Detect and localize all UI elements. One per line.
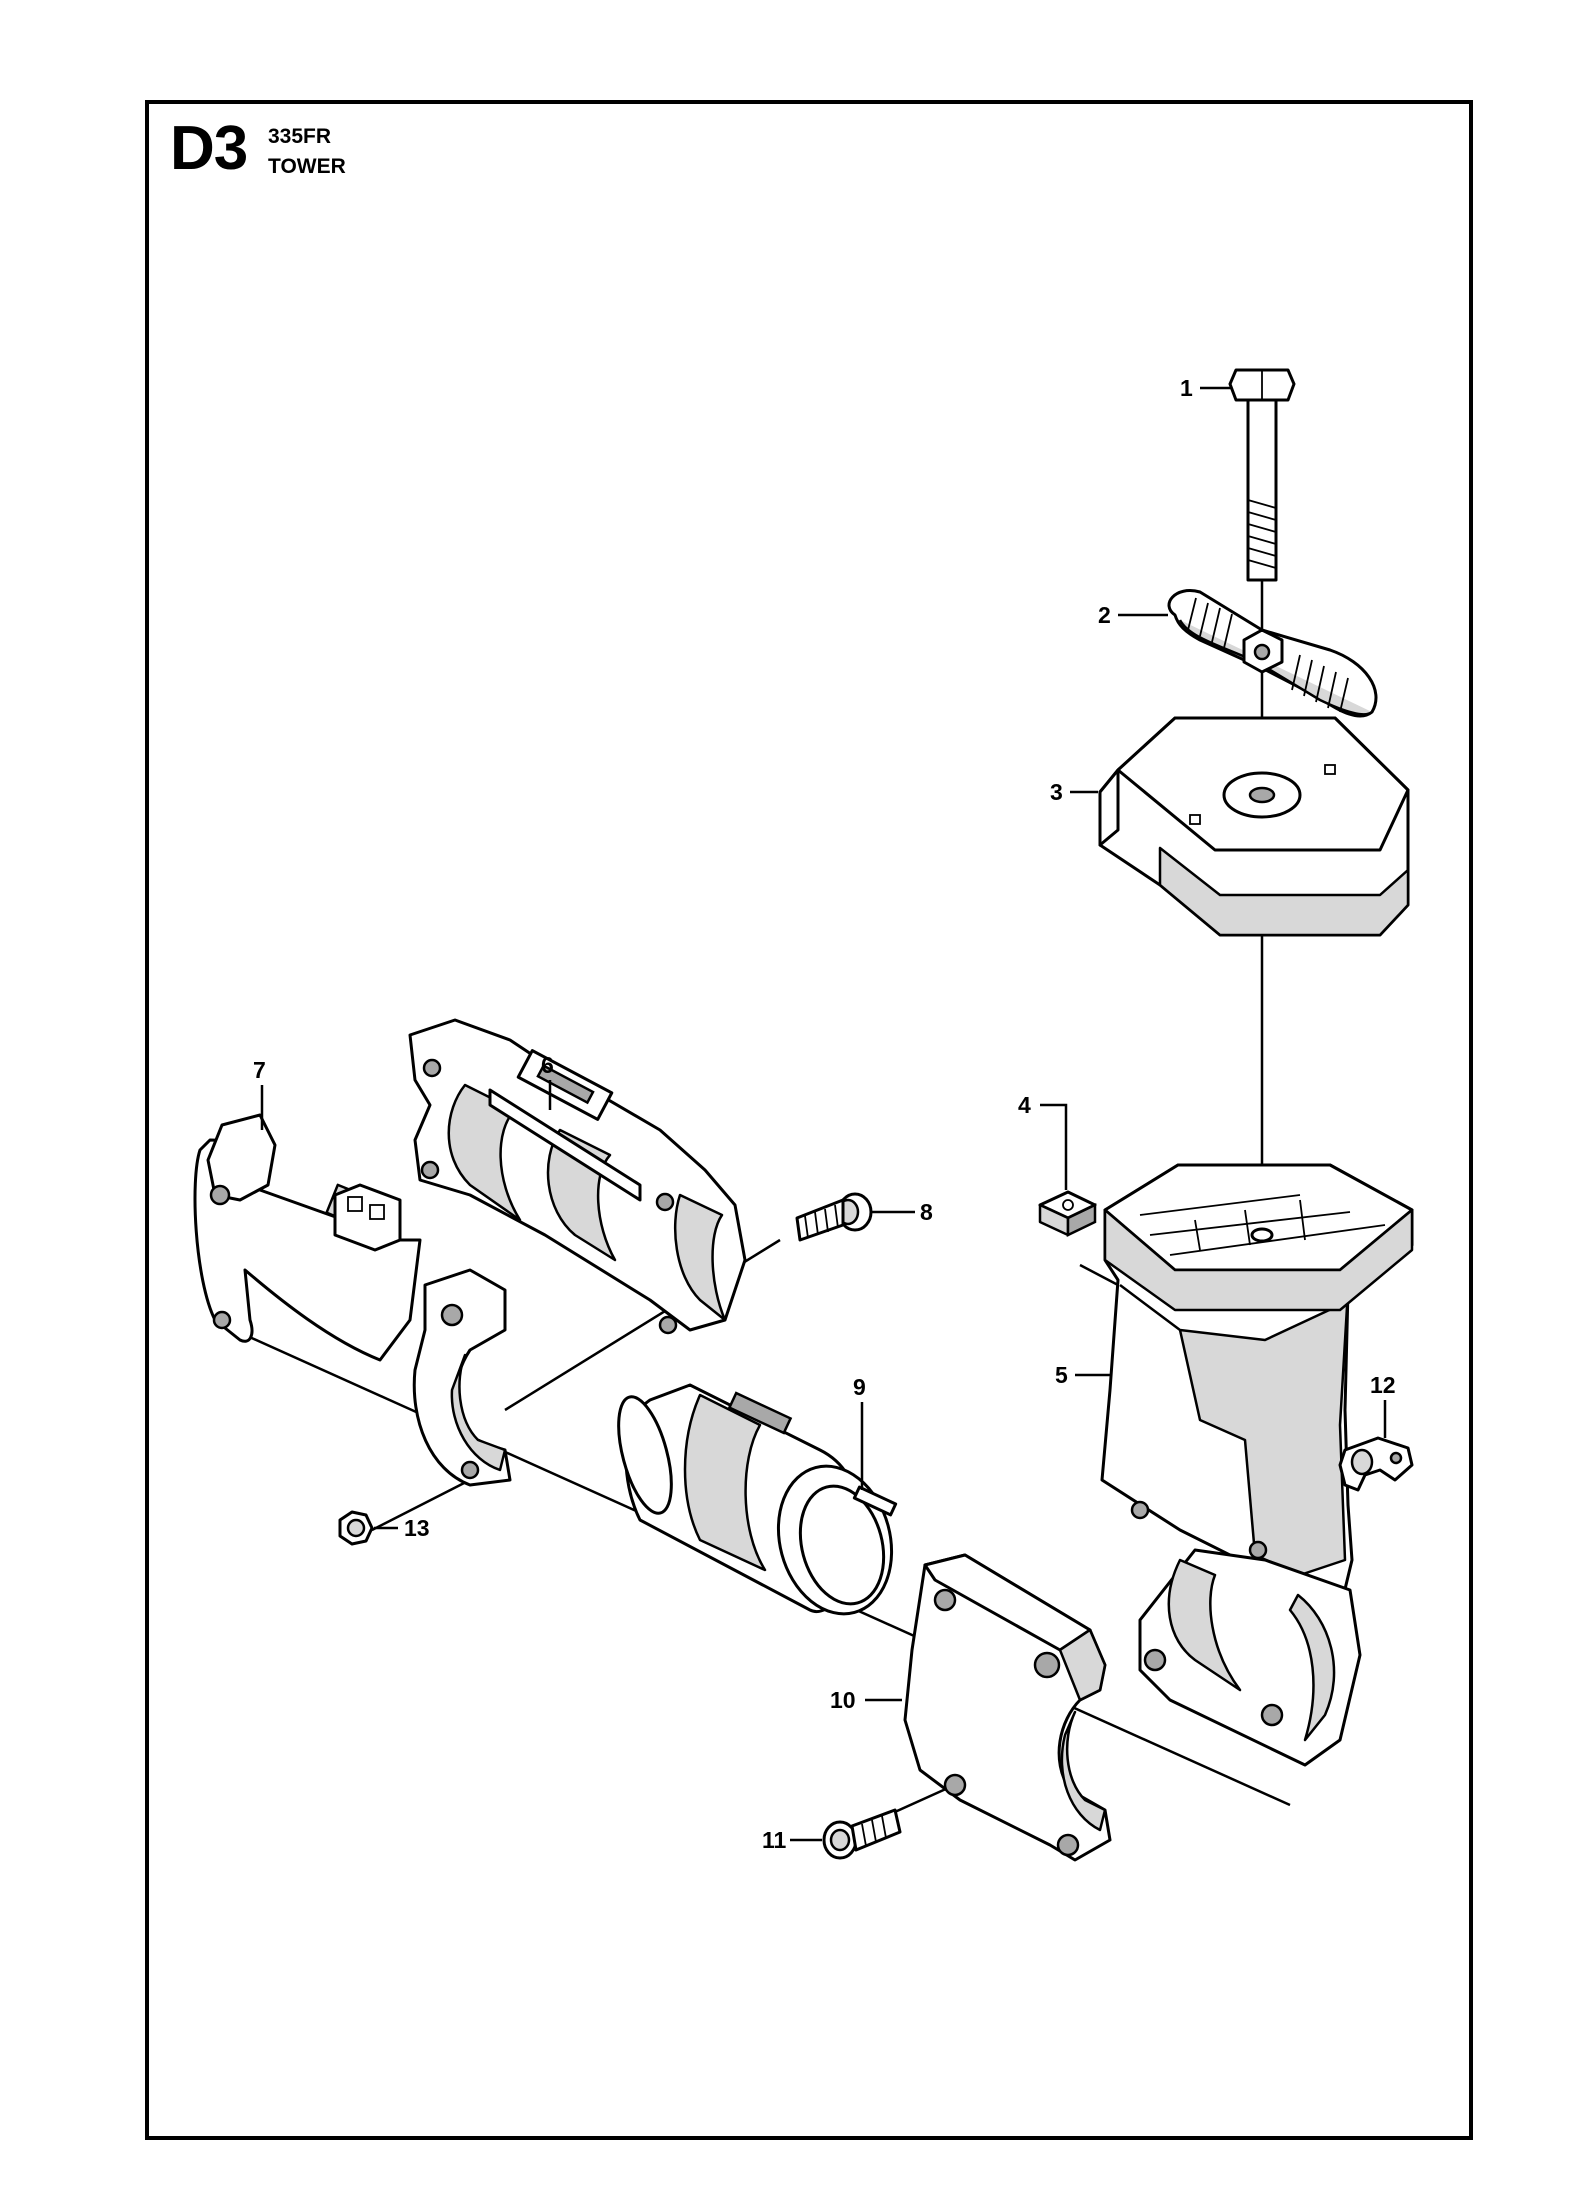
part-sleeve: [617, 1383, 898, 1616]
page-code: D3: [170, 114, 248, 183]
callout-7: 7: [253, 1057, 266, 1083]
callout-leaders: [260, 386, 1387, 1842]
part-shaft-housing: [193, 1113, 512, 1487]
callout-13: 13: [404, 1515, 430, 1541]
callout-2: 2: [1098, 602, 1111, 628]
callout-4: 4: [1018, 1092, 1031, 1118]
callout-3: 3: [1050, 779, 1063, 805]
callout-6: 6: [541, 1052, 554, 1078]
part-cover: [1098, 716, 1410, 937]
part-tower-body: [1100, 1163, 1414, 1767]
callout-8: 8: [920, 1199, 933, 1225]
callout-1: 1: [1180, 375, 1193, 401]
callout-5: 5: [1055, 1362, 1068, 1388]
callout-10: 10: [830, 1687, 856, 1713]
model-number: 335FR: [268, 125, 332, 148]
part-bolt: [1228, 368, 1296, 582]
section-title: TOWER: [268, 155, 346, 178]
callout-labels: 1 2 3 4 5 6 7 8 9 10 11 12 13: [253, 375, 1396, 1853]
part-wing-knob: [1167, 589, 1378, 718]
callout-11: 11: [762, 1827, 787, 1853]
part-screw-8: [795, 1192, 873, 1242]
part-screw-11: [822, 1808, 902, 1860]
part-nut: [338, 1510, 374, 1546]
part-clamp-half: [408, 1018, 747, 1335]
callout-12: 12: [1370, 1372, 1396, 1398]
part-clip: [1338, 1436, 1414, 1492]
diagram-frame: [145, 100, 1473, 2140]
part-lower-clamp: [903, 1553, 1112, 1862]
part-square-nut: [1038, 1190, 1097, 1237]
callout-9: 9: [853, 1374, 866, 1400]
